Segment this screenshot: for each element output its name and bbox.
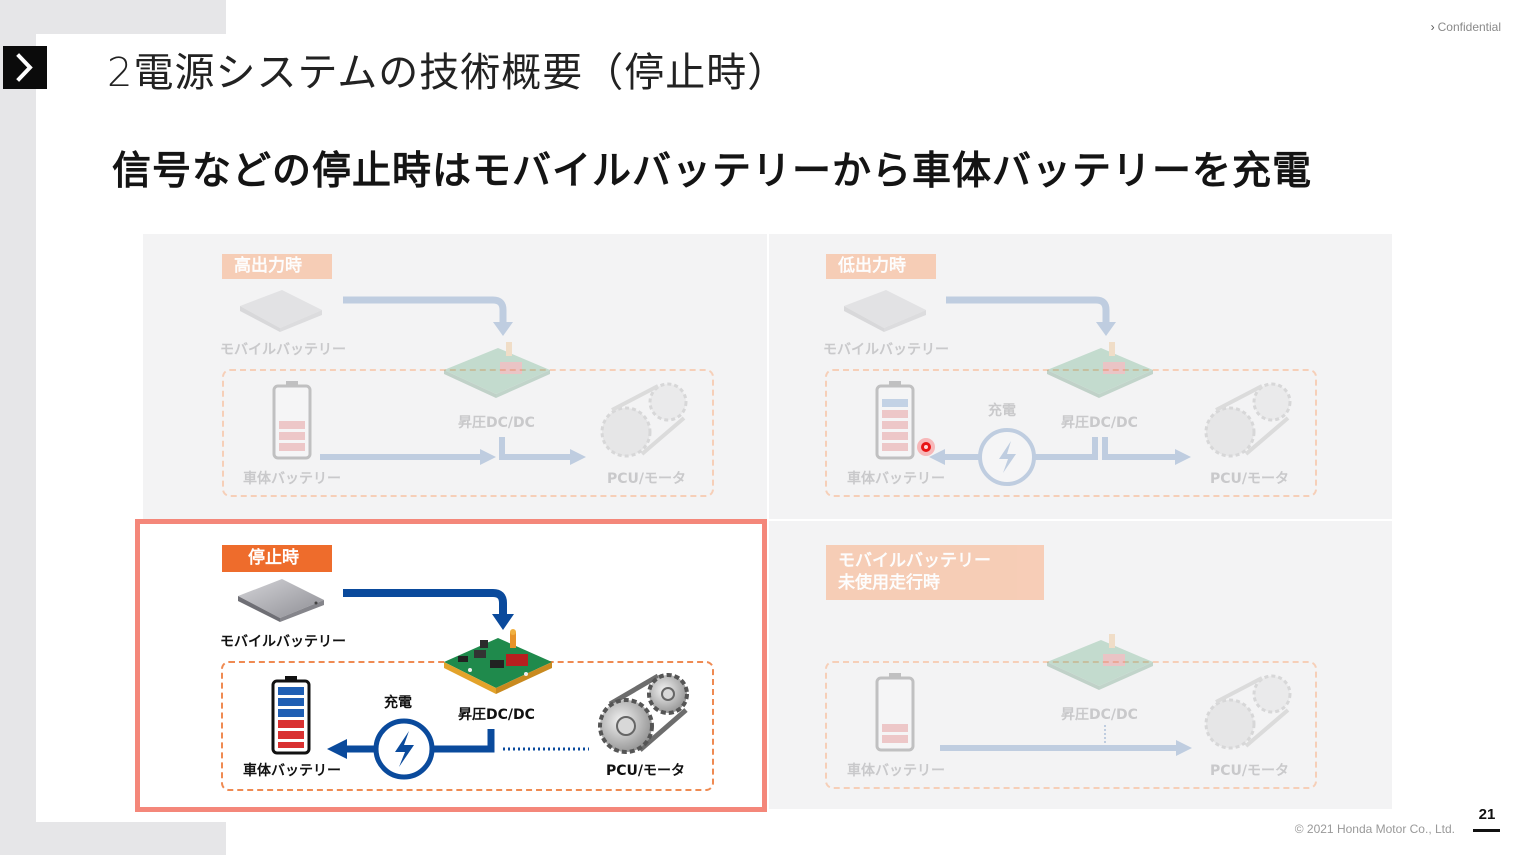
- pcu-label: PCU/モータ: [607, 471, 687, 487]
- panel-tag-line2: 未使用走行時: [838, 573, 940, 593]
- slide-title: 2電源システムの技術概要（停止時）: [107, 50, 789, 96]
- panel-tag-mobile-unused: モバイルバッテリー 未使用走行時: [826, 545, 1044, 600]
- vehicle-battery-label: 車体バッテリー: [243, 763, 341, 779]
- motor-gear-icon: [1204, 382, 1292, 458]
- confidential-label: › Confidential: [1431, 20, 1501, 34]
- dcdc-board-icon: [444, 342, 550, 398]
- page-number-underline: [1473, 829, 1500, 832]
- mobile-battery-label: モバイルバッテリー: [823, 342, 949, 358]
- vehicle-system-box: [222, 369, 714, 497]
- slide-frame-left: [0, 0, 36, 855]
- charge-flow-arrows: [929, 428, 1191, 486]
- charge-label: 充電: [384, 695, 412, 711]
- panel-top-right-bg: [769, 234, 1392, 519]
- confidential-text: Confidential: [1437, 20, 1501, 34]
- mobile-battery-icon: [240, 290, 322, 332]
- chevron-right-icon: ›: [1430, 20, 1435, 34]
- dcdc-label: 昇圧DC/DC: [1061, 415, 1138, 431]
- vehicle-battery-icon: [272, 381, 312, 460]
- arrow-battery-to-pcu: [940, 725, 1192, 756]
- page-number: 21: [1478, 806, 1496, 823]
- pcu-label: PCU/モータ: [606, 763, 686, 779]
- vehicle-battery-icon: [875, 673, 915, 752]
- vehicle-battery-label: 車体バッテリー: [847, 763, 945, 779]
- dcdc-label: 昇圧DC/DC: [1061, 707, 1138, 723]
- pcu-label: PCU/モータ: [1210, 763, 1290, 779]
- motor-gear-icon: [1204, 674, 1292, 750]
- panel-top-left-bg: [143, 234, 767, 519]
- vehicle-system-box: [825, 369, 1317, 497]
- panel-tag-low-output: 低出力時: [826, 254, 936, 279]
- slide-subtitle: 信号などの停止時はモバイルバッテリーから車体バッテリーを充電: [112, 149, 1313, 194]
- vehicle-battery-label: 車体バッテリー: [847, 471, 945, 487]
- vehicle-battery-label: 車体バッテリー: [243, 471, 341, 487]
- slide-frame-top: [0, 0, 226, 34]
- pcu-label: PCU/モータ: [1210, 471, 1290, 487]
- slide-frame-bottom: [0, 822, 226, 855]
- dcdc-board-icon: [444, 629, 552, 694]
- arrow-mobile-to-dcdc: [343, 296, 513, 336]
- arrow-battery-to-pcu: [320, 437, 586, 465]
- motor-gear-icon: [598, 673, 689, 754]
- motor-gear-icon: [600, 382, 688, 458]
- vehicle-battery-icon: [875, 381, 915, 460]
- vehicle-system-box: [825, 661, 1317, 789]
- dcdc-board-icon: [1047, 342, 1153, 398]
- mobile-battery-icon: [844, 290, 926, 332]
- chevron-right-icon: [3, 46, 47, 89]
- laser-pointer-dot: [917, 438, 935, 456]
- arrow-mobile-to-dcdc: [343, 589, 514, 630]
- dcdc-label: 昇圧DC/DC: [458, 415, 535, 431]
- panel-tag-high-output: 高出力時: [222, 254, 332, 279]
- arrow-mobile-to-dcdc: [946, 296, 1116, 336]
- dcdc-board-icon: [1047, 634, 1153, 690]
- mobile-battery-icon: [238, 579, 324, 622]
- dcdc-label: 昇圧DC/DC: [458, 707, 535, 723]
- copyright-text: © 2021 Honda Motor Co., Ltd.: [1294, 822, 1455, 836]
- panel-tag-stopped: 停止時: [222, 545, 332, 572]
- charge-label: 充電: [988, 403, 1016, 419]
- panel-tag-line1: モバイルバッテリー: [838, 551, 991, 571]
- mobile-battery-label: モバイルバッテリー: [220, 342, 346, 358]
- charge-flow-arrows: [327, 718, 589, 780]
- mobile-battery-label: モバイルバッテリー: [220, 634, 346, 650]
- vehicle-battery-icon: [271, 676, 311, 755]
